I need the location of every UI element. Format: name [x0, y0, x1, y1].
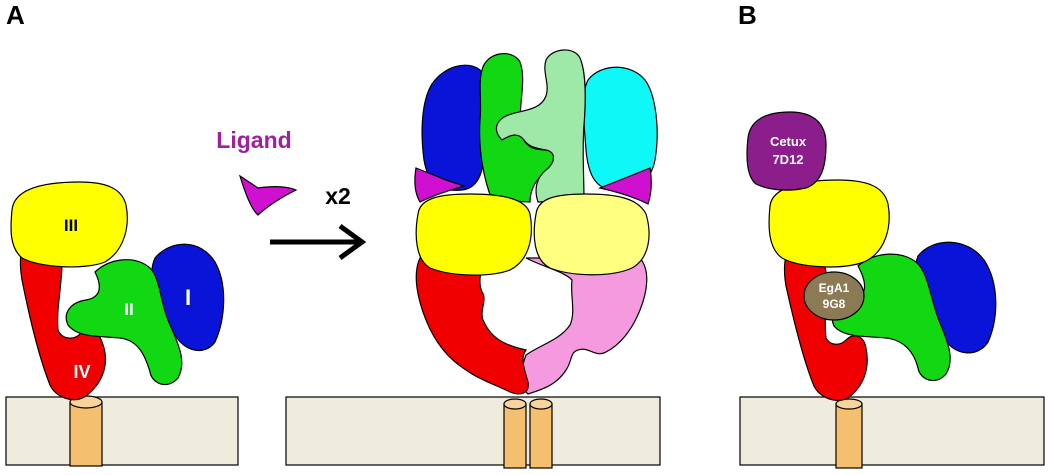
domain-iv-dimer: [415, 257, 529, 395]
tm-helix-b: [835, 398, 863, 469]
membrane-right: [739, 396, 1045, 466]
panel-b-label: B: [738, 0, 757, 30]
tm-helix-left: [503, 398, 527, 469]
ligand-shape: [238, 174, 298, 216]
membrane-middle: [285, 396, 661, 466]
domain-iii-light: [533, 193, 650, 276]
domain-ii-light: [495, 49, 586, 203]
ega1-9g8-nanobody: [803, 271, 865, 321]
domain-iv-light: [521, 257, 648, 395]
domain-iii-dimer: [415, 193, 532, 276]
ligand-multiplier: x2: [325, 183, 351, 209]
domain-iii-b: [768, 179, 890, 268]
cetux-label-line2: 7D12: [772, 152, 803, 167]
panel-a-label: A: [6, 0, 25, 30]
ega1-label-line2: 9G8: [823, 297, 846, 311]
ligand-label: Ligand: [216, 127, 291, 153]
domain-ii-label: II: [124, 300, 133, 319]
domain-iii-label: III: [64, 216, 78, 235]
domain-ii: [65, 259, 183, 386]
arrow-icon: [270, 223, 367, 261]
tm-helix-right: [529, 398, 553, 469]
cetux-label-line1: Cetux: [770, 134, 807, 149]
cetux-7d12-nanobody: [746, 111, 827, 191]
domain-i-label: I: [185, 285, 191, 310]
domain-iv-label: IV: [73, 362, 90, 382]
domain-i-dimer: [421, 64, 489, 191]
tm-helix: [69, 395, 103, 467]
ligand-bound-dimer: [414, 49, 658, 469]
tethered-monomer: III II I IV: [10, 181, 225, 467]
antibody-bound-monomer: Cetux 7D12 EgA1 9G8: [746, 111, 997, 469]
ligand-binding-step: Ligand x2: [216, 127, 367, 261]
ligand-right: [597, 167, 652, 205]
membrane-left: [5, 396, 239, 466]
ligand-left: [414, 167, 467, 203]
ega1-label-line1: EgA1: [819, 281, 850, 295]
domain-iii: [10, 181, 128, 268]
domain-iv: [19, 240, 107, 401]
